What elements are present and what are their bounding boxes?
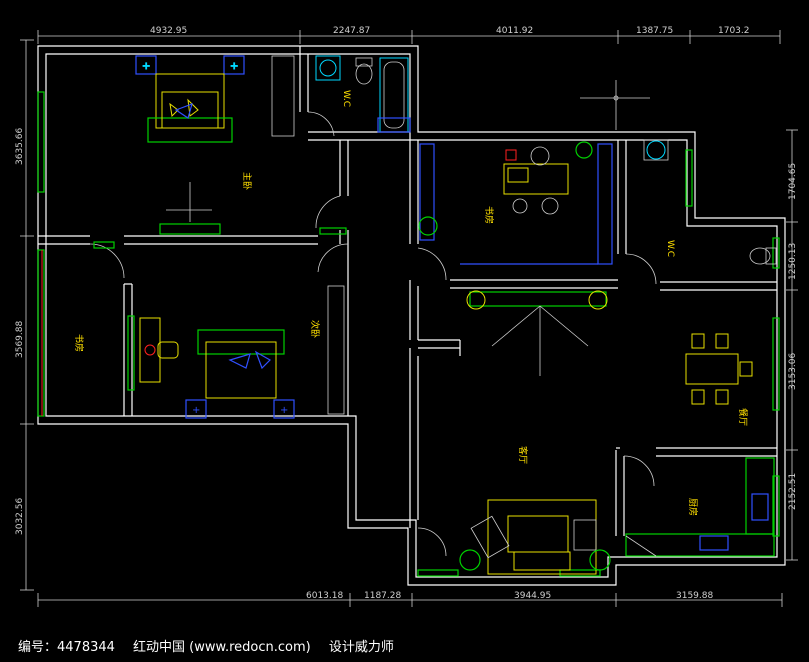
dim-right-1: 1704.65 — [788, 163, 798, 200]
top-dimension-line: 4932.95 2247.87 4011.92 1387.75 1703.2 — [37, 26, 781, 44]
dim-right-3: 3153.06 — [788, 353, 798, 390]
bottom-dimension-line: 6013.18 1187.28 3944.95 3159.88 — [37, 591, 783, 607]
svg-text:+: + — [230, 61, 238, 72]
footer-designer: 设计威力师 — [328, 640, 394, 655]
windows — [37, 91, 780, 577]
dim-left-1: 3635.66 — [15, 128, 25, 165]
kitchen-fixtures — [625, 457, 775, 557]
label-master-bedroom: 主卧 — [241, 172, 253, 190]
label-wc-right: W.C — [665, 240, 675, 257]
dim-bottom-1: 6013.18 — [306, 591, 343, 601]
footer-site: 红动中国 (www.redocn.com) — [133, 640, 311, 655]
label-dining-room: 餐厅 — [737, 408, 749, 426]
dim-top-5: 1703.2 — [718, 26, 750, 36]
dining-room-furniture — [685, 333, 753, 405]
svg-text:+: + — [192, 405, 200, 416]
second-bedroom-furniture: + + — [127, 285, 345, 419]
living-room-furniture — [459, 290, 611, 575]
dim-right-2: 1250.13 — [788, 243, 798, 280]
floor-plan-drawing: 4932.95 2247.87 4011.92 1387.75 1703.2 6… — [15, 26, 798, 607]
room-labels: 主卧 W.C 书房 W.C 次卧 书房 客厅 餐厅 厨房 — [73, 90, 749, 516]
right-wc-fixtures — [580, 80, 777, 265]
top-bathroom-fixtures — [315, 55, 411, 133]
dim-top-2: 2247.87 — [333, 26, 370, 36]
label-wc-top: W.C — [341, 90, 351, 107]
label-second-bedroom: 次卧 — [309, 320, 321, 338]
doors — [89, 111, 657, 557]
dim-left-2: 3569.88 — [15, 321, 25, 358]
study-furniture — [418, 141, 613, 265]
walls — [37, 45, 786, 586]
dim-bottom-4: 3159.88 — [676, 591, 713, 601]
master-bedroom-furniture: + + — [135, 55, 295, 235]
label-living-room: 客厅 — [517, 446, 529, 464]
dim-right-4: 2152.51 — [788, 473, 798, 510]
svg-text:+: + — [142, 61, 150, 72]
label-study-left: 书房 — [73, 334, 85, 352]
label-kitchen: 厨房 — [687, 498, 699, 516]
dim-top-3: 4011.92 — [496, 26, 533, 36]
watermark-footer: 编号：4478344 红动中国 (www.redocn.com) 设计威力师 — [0, 633, 809, 662]
left-dimension-line: 3635.66 3569.88 3032.56 — [15, 39, 34, 591]
dim-bottom-3: 3944.95 — [514, 591, 551, 601]
dim-left-3: 3032.56 — [15, 498, 25, 535]
label-study: 书房 — [483, 206, 495, 224]
dim-bottom-2: 1187.28 — [364, 591, 401, 601]
footer-id: 编号：4478344 — [18, 640, 115, 655]
dim-top-1: 4932.95 — [150, 26, 187, 36]
svg-text:+: + — [280, 405, 288, 416]
right-dimension-line: 1704.65 1250.13 3153.06 2152.51 — [786, 129, 798, 561]
dim-top-4: 1387.75 — [636, 26, 673, 36]
